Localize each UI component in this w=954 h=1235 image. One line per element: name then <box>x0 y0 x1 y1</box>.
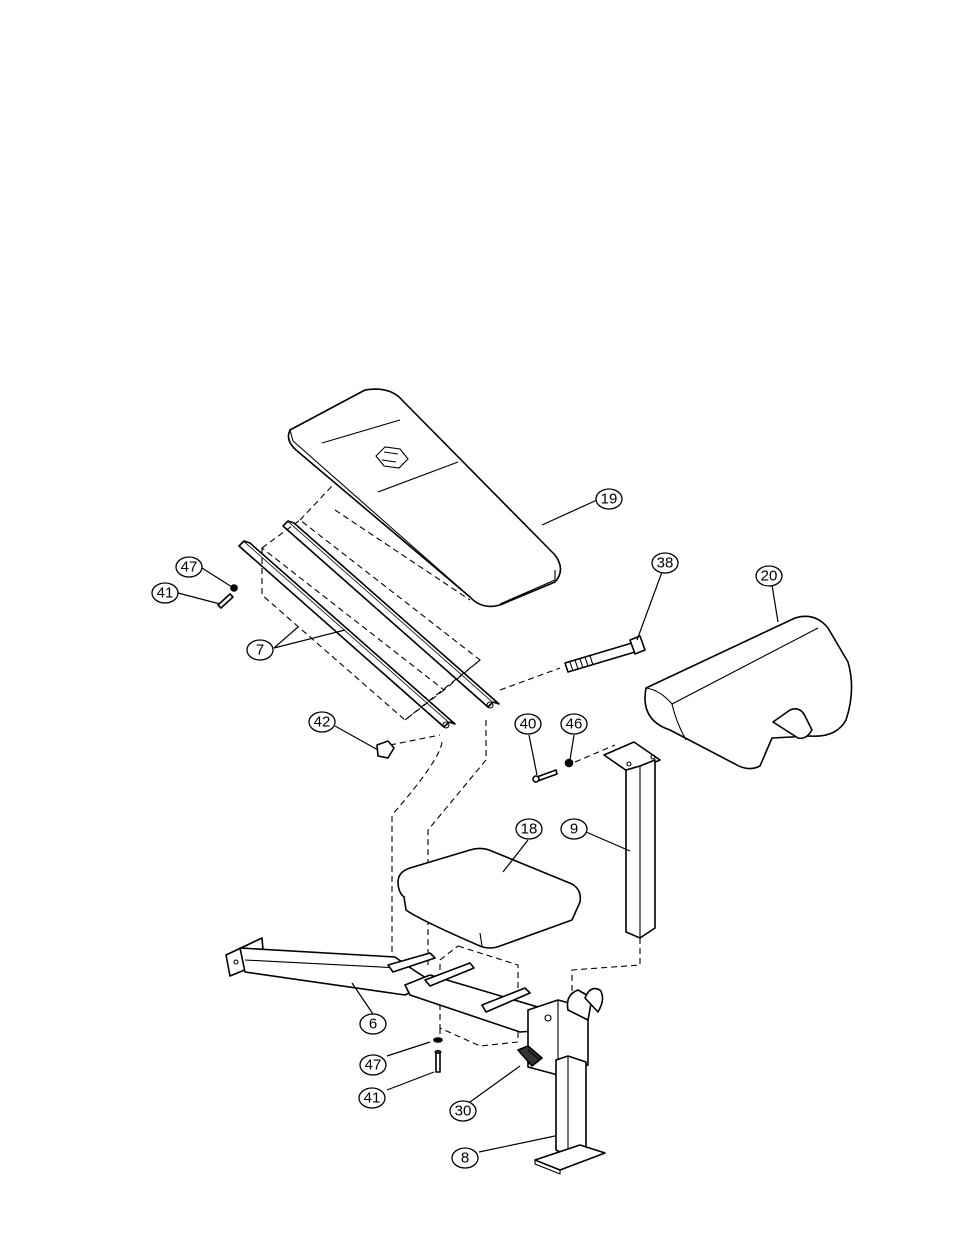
callout-9: 9 <box>561 819 587 839</box>
callout-41-lower-label: 41 <box>364 1090 381 1107</box>
callout-46-label: 46 <box>566 716 583 733</box>
callout-38: 38 <box>652 553 678 573</box>
callout-41-upper-label: 41 <box>157 585 174 602</box>
callout-20: 20 <box>756 566 782 586</box>
callout-42: 42 <box>309 712 335 732</box>
callout-8-label: 8 <box>461 1150 469 1167</box>
pad-19 <box>288 389 560 606</box>
hardware-47-41-lower <box>434 1038 442 1072</box>
nut-46 <box>566 760 573 767</box>
callout-7: 7 <box>247 640 273 660</box>
callout-47-lower-label: 47 <box>365 1057 382 1074</box>
callout-9-label: 9 <box>570 821 578 838</box>
callout-30: 30 <box>450 1101 476 1121</box>
bolt-38 <box>565 636 645 672</box>
callout-40-label: 40 <box>520 716 537 733</box>
post-9 <box>604 742 660 938</box>
hardware-47-41-upper <box>218 585 237 608</box>
callout-46: 46 <box>561 714 587 734</box>
callout-41-lower: 41 <box>359 1088 385 1108</box>
callout-47-lower: 47 <box>360 1055 386 1075</box>
callout-18-label: 18 <box>521 821 538 838</box>
callout-19: 19 <box>596 489 622 509</box>
callout-7-label: 7 <box>256 642 264 659</box>
seat-18 <box>398 848 580 948</box>
callout-38-label: 38 <box>657 555 674 572</box>
callout-47-upper: 47 <box>176 557 202 577</box>
callout-40: 40 <box>515 714 541 734</box>
callout-18: 18 <box>516 819 542 839</box>
callout-19-label: 19 <box>601 491 618 508</box>
callout-20-label: 20 <box>761 568 778 585</box>
upright-8 <box>528 989 605 1174</box>
callout-41-upper: 41 <box>152 583 178 603</box>
callout-42-label: 42 <box>314 714 331 731</box>
base-frame-6 <box>226 938 548 1032</box>
nut-42 <box>377 741 394 758</box>
callout-47-upper-label: 47 <box>181 559 198 576</box>
callout-8: 8 <box>452 1148 478 1168</box>
arm-pad-20 <box>645 616 852 768</box>
callout-6-label: 6 <box>369 1016 377 1033</box>
callout-6: 6 <box>360 1014 386 1034</box>
callout-30-label: 30 <box>455 1103 472 1120</box>
